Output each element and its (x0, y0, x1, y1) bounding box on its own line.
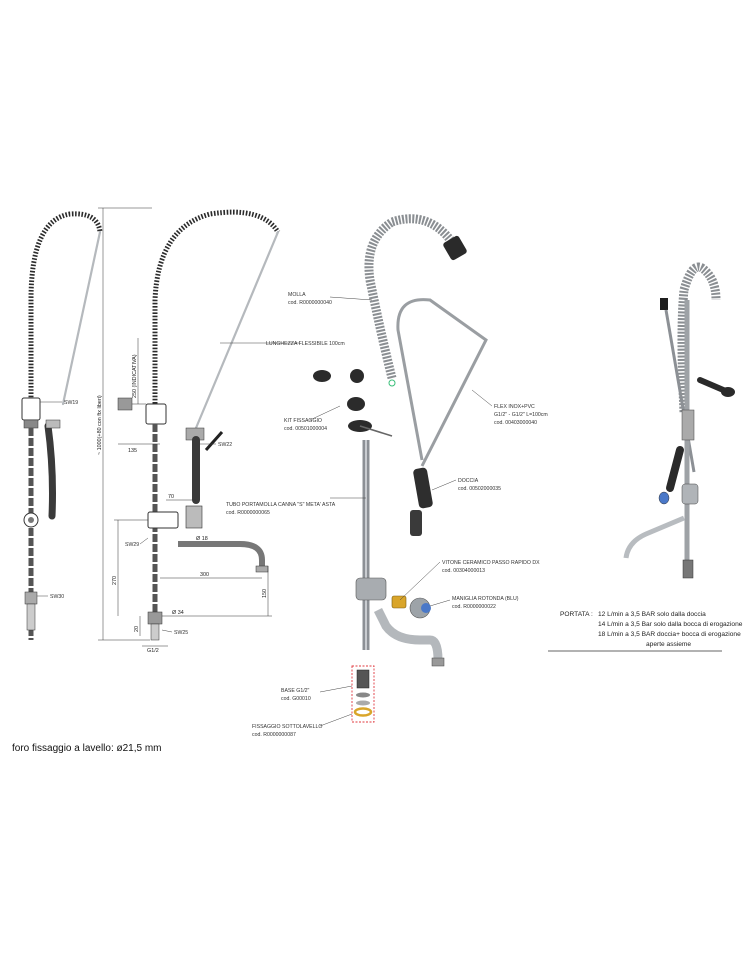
cartridge-label: VITONE CERAMICO PASSO RAPIDO DX (442, 560, 540, 566)
sw19-label: SW19 (64, 400, 78, 406)
flow-line-4: aperte assieme (646, 641, 691, 648)
handle-label: MANIGLIA ROTONDA (BLU) (452, 596, 519, 602)
dim-270: 270 (112, 576, 118, 585)
dim-20: 20 (134, 626, 140, 632)
tube-code: cod. R0000000065 (226, 510, 270, 516)
underfix-code: cod. R0000000087 (252, 732, 296, 738)
dim-300: 300 (200, 572, 209, 578)
dim-70: 70 (168, 494, 174, 500)
render-view (623, 262, 735, 579)
dim-d18: Ø 18 (196, 536, 208, 542)
front-view: ~ 1000(+80 con ftx liberi) 250 (INDICATI… (97, 207, 281, 654)
flow-line-2: 14 L/min a 3,5 Bar solo dalla bocca di e… (598, 621, 743, 628)
flex-spec: G1/2" - G1/2" L=100cm (494, 412, 548, 418)
dim-d34: Ø 34 (172, 610, 184, 616)
handle-code: cod. R0000000022 (452, 604, 496, 610)
flow-label: PORTATA : (560, 611, 593, 618)
sw22-label: SW22 (218, 442, 232, 448)
dim-135: 135 (128, 448, 137, 454)
sw29-label: SW29 (125, 542, 139, 548)
exploded-view: MOLLA cod. R0000000040 LUNGHEZZA FLESSIB… (220, 214, 548, 738)
total-height-dim: ~ 1000(+80 con ftx liberi) (97, 395, 103, 455)
flex-code: cod. 00403000040 (494, 420, 537, 426)
fixing-kit-code: cod. 00501000004 (284, 426, 327, 432)
indicative-250-dim: 250 (INDICATIVA) (132, 354, 138, 398)
flow-line-3: 18 L/min a 3,5 BAR doccia+ bocca di erog… (598, 631, 741, 638)
underfix-label: FISSAGGIO SOTTOLAVELLO (252, 724, 322, 730)
cartridge-code: cod. 00304000013 (442, 568, 485, 574)
flex-label: FLEX INOX+PVC (494, 404, 535, 410)
spring-label: MOLLA (288, 292, 306, 298)
flow-line-1: 12 L/min a 3,5 BAR solo dalla doccia (598, 611, 706, 618)
dim-g12: G1/2 (147, 648, 159, 654)
sw25-label: SW25 (174, 630, 188, 636)
base-code: cod. G00010 (281, 696, 311, 702)
fixing-kit-label: KIT FISSAGGIO (284, 418, 322, 424)
sink-hole-note: foro fissaggio a lavello: ø21,5 mm (12, 743, 162, 754)
side-view: SW19 SW30 (21, 211, 103, 640)
shower-code: cod. 00502000035 (458, 486, 501, 492)
spring-code: cod. R0000000040 (288, 300, 332, 306)
dim-150: 150 (262, 589, 268, 598)
shower-label: DOCCIA (458, 478, 479, 484)
sw30-label: SW30 (50, 594, 64, 600)
flexible-length-label: LUNGHEZZA FLESSIBILE 100cm (266, 341, 345, 347)
flow-rate-note: PORTATA : 12 L/min a 3,5 BAR solo dalla … (548, 611, 743, 652)
tube-label: TUBO PORTAMOLLA CANNA "S" META' ASTA (226, 502, 336, 508)
base-label: BASE G1/2" (281, 688, 310, 694)
